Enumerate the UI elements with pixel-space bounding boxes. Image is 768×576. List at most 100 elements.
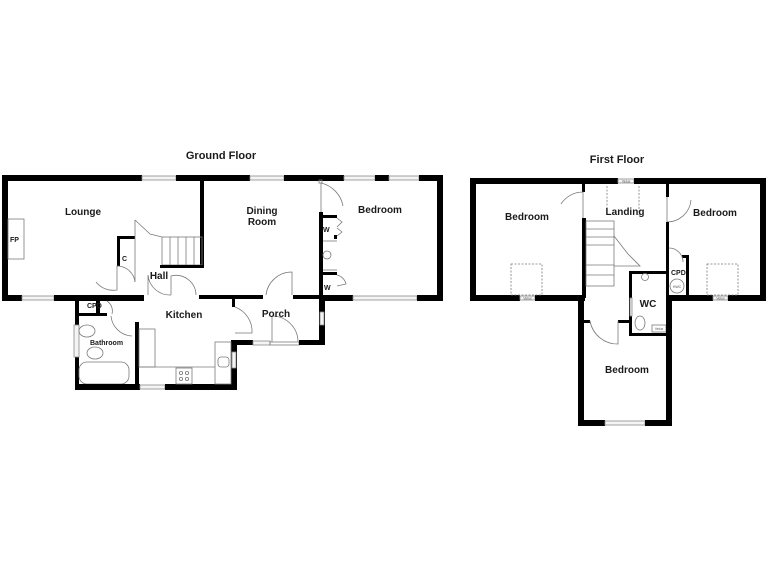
window [141, 175, 177, 181]
fireplace [7, 218, 25, 260]
hob-ring [178, 376, 183, 381]
ground-floor-title: Ground Floor [186, 150, 257, 162]
wall [666, 298, 672, 426]
wall [199, 295, 263, 299]
wall [668, 295, 713, 301]
wall [54, 295, 144, 301]
wall [728, 295, 766, 301]
room-label-dining: Dining [246, 206, 277, 217]
fridge-icon [138, 328, 156, 368]
door-swing [106, 300, 113, 315]
window [604, 420, 646, 426]
wall [200, 180, 204, 266]
sink-unit [214, 341, 232, 385]
wall [419, 175, 443, 181]
stairs [161, 236, 203, 266]
wall [682, 255, 689, 258]
toilet-icon [86, 346, 104, 360]
basin-icon [78, 324, 96, 338]
velux-label: Velux [655, 327, 664, 331]
room-label-kitchen: Kitchen [166, 310, 203, 321]
cupboard-label: C [122, 256, 127, 263]
room-label-landing: Landing [606, 207, 645, 218]
wall [2, 295, 22, 301]
wall [117, 236, 135, 239]
wall [96, 299, 100, 315]
wall [319, 272, 337, 275]
cpd-label: CPD [87, 303, 102, 310]
wall [176, 175, 250, 181]
velux-outline [510, 263, 543, 296]
wall [470, 295, 520, 301]
door-swing [147, 274, 172, 296]
door-jamb [318, 179, 323, 184]
wall [165, 384, 237, 390]
wall [232, 299, 235, 307]
window [352, 295, 418, 301]
window [73, 324, 80, 358]
boiler-icon [322, 250, 332, 260]
door-swing [234, 306, 253, 334]
window [388, 175, 420, 181]
window [21, 295, 55, 301]
ground-floor-plan: Ground Floor W [2, 150, 443, 390]
door-swing [110, 315, 133, 337]
door-swing [95, 265, 136, 291]
room-label-lounge: Lounge [65, 207, 102, 218]
door-swing [170, 275, 197, 296]
wall [2, 175, 8, 301]
window [231, 351, 237, 369]
wall [582, 218, 586, 298]
window [252, 340, 271, 346]
wardrobe-label: W [324, 285, 331, 292]
wall [578, 420, 605, 426]
stairs [585, 220, 615, 287]
hob-ring [184, 370, 189, 375]
wall [135, 322, 139, 389]
toilet-icon [634, 315, 646, 331]
first-floor-plan: First Floor Velux Velux Velux [470, 154, 766, 426]
front-door-sill [269, 341, 300, 346]
wc-door [629, 297, 633, 317]
wall [582, 184, 585, 192]
wall [584, 320, 590, 323]
door-swing [271, 315, 299, 343]
door-swing [668, 247, 684, 263]
window [249, 175, 285, 181]
wall [417, 295, 443, 301]
room-label-hall: Hall [150, 271, 169, 282]
hob-ring [178, 370, 183, 375]
wall [75, 384, 140, 390]
wall [629, 271, 669, 274]
velux-label: Velux [622, 180, 631, 184]
wall [470, 178, 476, 300]
wall [79, 313, 107, 316]
velux-label: Velux [716, 297, 725, 301]
hwc-icon [669, 278, 685, 294]
wall [284, 175, 344, 181]
wall [760, 178, 766, 300]
wall [666, 184, 669, 197]
wall [117, 236, 120, 266]
room-label-wc: WC [640, 299, 657, 310]
cpd-label: CPD [671, 270, 686, 277]
wall [160, 265, 204, 268]
room-label-bedroom-left: Bedroom [505, 212, 549, 223]
bath-icon [78, 361, 130, 385]
wall [319, 212, 323, 342]
stairs-winder [613, 235, 641, 267]
wall [535, 295, 585, 301]
room-label-bedroom: Bedroom [358, 205, 402, 216]
wall [618, 320, 629, 323]
wall [634, 178, 766, 184]
door-swing [666, 197, 692, 223]
wall [299, 340, 325, 345]
wall [293, 295, 319, 299]
basin-icon [641, 273, 649, 281]
wall [319, 215, 337, 218]
window [343, 175, 376, 181]
room-label-bedroom-lower: Bedroom [605, 365, 649, 376]
wall [629, 333, 669, 336]
wall [375, 175, 389, 181]
